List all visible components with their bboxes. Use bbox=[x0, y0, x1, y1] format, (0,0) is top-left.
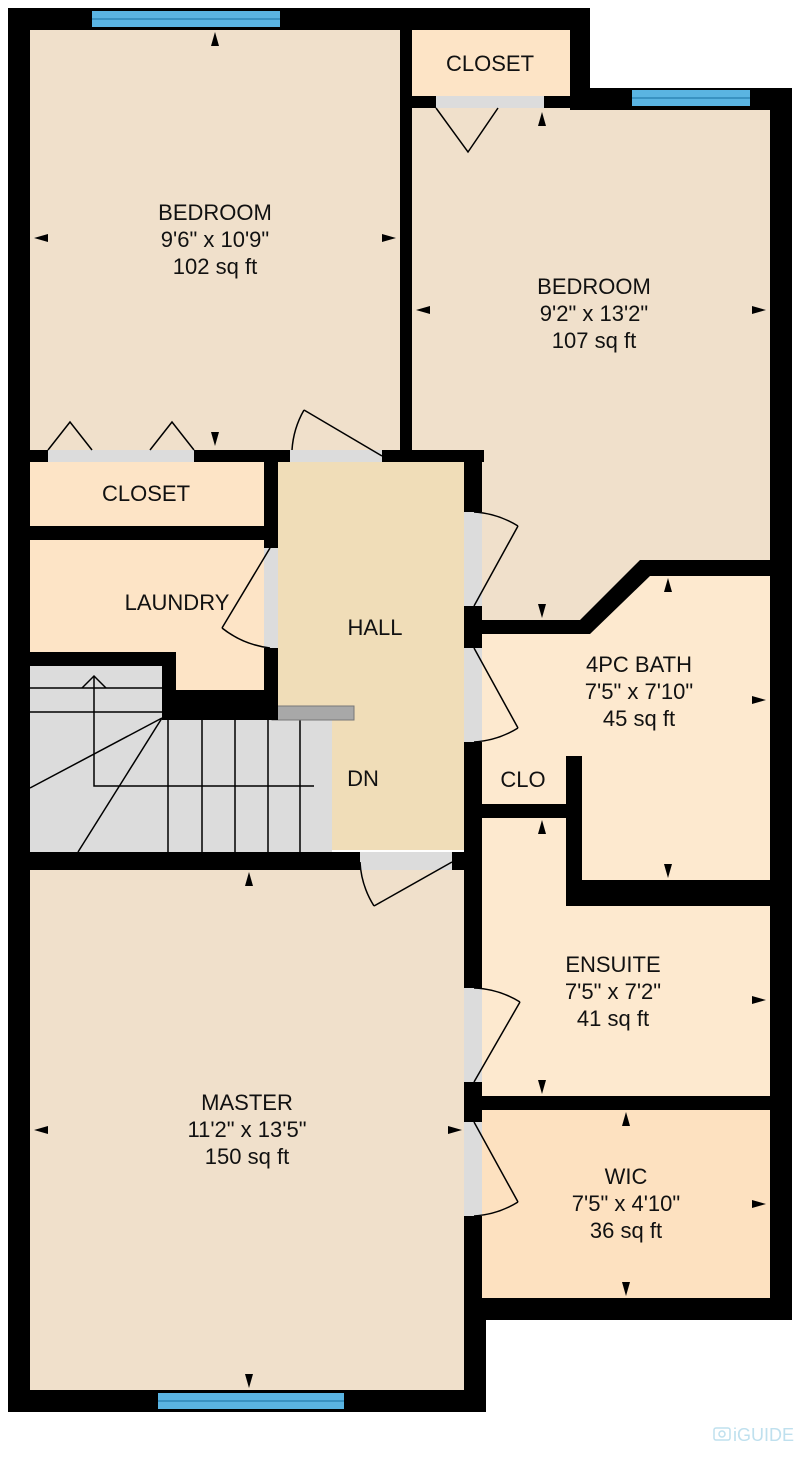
bath-floor bbox=[482, 574, 770, 880]
room-wic: WIC 7'5" x 4'10" 36 sq ft bbox=[572, 1164, 680, 1243]
room-area: 150 sq ft bbox=[205, 1144, 289, 1169]
walls bbox=[8, 8, 792, 1412]
room-area: 102 sq ft bbox=[173, 254, 257, 279]
room-area: 36 sq ft bbox=[590, 1218, 662, 1243]
room-dimensions: 7'5" x 7'2" bbox=[565, 979, 661, 1004]
floors bbox=[30, 30, 770, 1390]
room-dimensions: 7'5" x 4'10" bbox=[572, 1191, 680, 1216]
room-area: 41 sq ft bbox=[577, 1006, 649, 1031]
room-area: 45 sq ft bbox=[603, 706, 675, 731]
room-dimensions: 11'2" x 13'5" bbox=[187, 1117, 306, 1142]
room-name: 4PC BATH bbox=[586, 652, 692, 677]
door-swings bbox=[47, 107, 521, 1217]
clo-floor bbox=[482, 760, 566, 804]
watermark: iGUIDE bbox=[713, 1425, 794, 1445]
stairs-label: DN bbox=[347, 766, 379, 791]
room-dimensions: 9'6" x 10'9" bbox=[161, 227, 269, 252]
watermark-text: iGUIDE bbox=[733, 1425, 794, 1445]
window-bedroom-right bbox=[632, 90, 750, 106]
stair-railing bbox=[271, 705, 355, 721]
room-ensuite: ENSUITE 7'5" x 7'2" 41 sq ft bbox=[565, 952, 661, 1031]
closet-left-floor bbox=[30, 462, 264, 526]
room-closet-top: CLOSET bbox=[446, 51, 534, 76]
room-name: CLOSET bbox=[102, 481, 190, 506]
laundry-floor bbox=[30, 540, 264, 690]
room-name: WIC bbox=[605, 1164, 648, 1189]
room-name: MASTER bbox=[201, 1090, 293, 1115]
ensuite-floor bbox=[482, 818, 770, 1096]
door-openings bbox=[48, 96, 544, 1216]
camera-icon bbox=[713, 1427, 731, 1441]
room-name: CLOSET bbox=[446, 51, 534, 76]
room-clo: CLO bbox=[500, 767, 545, 792]
window-bedroom-left bbox=[92, 11, 280, 27]
room-master: MASTER 11'2" x 13'5" 150 sq ft bbox=[187, 1090, 306, 1169]
room-dimensions: 9'2" x 13'2" bbox=[540, 301, 648, 326]
room-closet-left: CLOSET bbox=[102, 481, 190, 506]
room-name: BEDROOM bbox=[537, 274, 651, 299]
room-bedroom-left: BEDROOM 9'6" x 10'9" 102 sq ft bbox=[158, 200, 272, 279]
stairs-down: DN bbox=[347, 766, 379, 791]
window-master bbox=[158, 1393, 344, 1409]
room-area: 107 sq ft bbox=[552, 328, 636, 353]
room-name: ENSUITE bbox=[565, 952, 660, 977]
room-bedroom-right: BEDROOM 9'2" x 13'2" 107 sq ft bbox=[537, 274, 651, 353]
closet-top-floor bbox=[412, 30, 570, 96]
room-name: CLO bbox=[500, 767, 545, 792]
dimension-arrows bbox=[34, 32, 766, 1388]
wic-floor bbox=[482, 1110, 770, 1298]
room-name: HALL bbox=[347, 615, 402, 640]
stairs-detail bbox=[29, 674, 355, 853]
bedroom-left-floor bbox=[30, 30, 400, 450]
room-laundry: LAUNDRY bbox=[125, 590, 230, 615]
room-hall: HALL bbox=[347, 615, 402, 640]
master-floor bbox=[30, 870, 464, 1390]
windows bbox=[92, 11, 750, 1409]
room-4pc-bath: 4PC BATH 7'5" x 7'10" 45 sq ft bbox=[585, 652, 693, 731]
room-name: BEDROOM bbox=[158, 200, 272, 225]
room-name: LAUNDRY bbox=[125, 590, 230, 615]
room-dimensions: 7'5" x 7'10" bbox=[585, 679, 693, 704]
